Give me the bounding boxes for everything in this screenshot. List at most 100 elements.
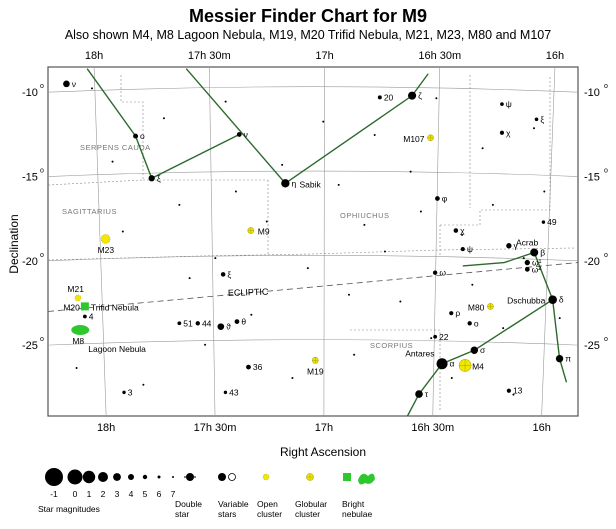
faint-star: [306, 267, 309, 270]
legend-magnitude-label: 0: [73, 489, 78, 499]
star: [433, 334, 438, 339]
constellation-boundary: [350, 329, 441, 410]
faint-star: [430, 337, 433, 340]
faint-star: [502, 327, 505, 330]
star: [460, 246, 465, 252]
star: [506, 388, 511, 393]
y-axis-label: Declination: [7, 214, 21, 273]
star-label: ψ: [467, 244, 473, 254]
messier-label: M19: [307, 366, 324, 376]
faint-star: [481, 147, 484, 150]
messier-label: M80: [468, 302, 485, 312]
degree-sign: o: [40, 83, 44, 90]
messier-label: M8: [72, 336, 84, 346]
legend-magnitude-label: 1: [87, 489, 92, 499]
legend-variable-label: stars: [218, 509, 236, 519]
legend-magnitude-dot: [82, 470, 96, 484]
y-tick-label-left: -10: [22, 87, 38, 99]
y-tick-label-right: -10: [584, 87, 600, 99]
legend-magnitude-label: 4: [129, 489, 134, 499]
y-tick-label-left: -20: [22, 256, 38, 268]
constellation-line: [533, 252, 568, 383]
star: [453, 228, 459, 233]
legend-magnitude-label: 5: [143, 489, 148, 499]
star-label: 4: [89, 312, 94, 322]
faint-star: [234, 190, 237, 193]
star-label: 36: [253, 362, 263, 372]
x-tick-label-bottom: 16h: [532, 422, 550, 434]
constellation-line: [185, 68, 429, 185]
star: [246, 364, 251, 370]
star-label: ξ: [540, 114, 544, 124]
legend-magnitude-dot: [142, 474, 148, 480]
star: [281, 179, 290, 188]
legend-variable-icon: [218, 473, 226, 481]
x-axis-label: Right Ascension: [280, 445, 366, 459]
star-name: Sabik: [300, 179, 322, 189]
star: [499, 130, 505, 135]
degree-sign: o: [604, 252, 608, 259]
messier-label: M4: [472, 361, 484, 371]
ra-grid-line: [323, 66, 325, 417]
legend-globular-label: Globular: [295, 499, 327, 509]
bright-nebula: [80, 302, 89, 311]
grid-layer: [47, 66, 579, 417]
star: [122, 390, 126, 395]
star: [377, 95, 382, 100]
faint-star: [204, 343, 207, 346]
legend-open-icon: [262, 473, 270, 481]
faint-star: [491, 203, 494, 206]
legend-title-magnitudes: Star magnitudes: [38, 504, 100, 514]
star: [177, 321, 182, 326]
faint-star: [162, 117, 165, 120]
constellation-boundary: [440, 75, 551, 226]
star-name: Dschubba: [507, 296, 546, 306]
star-label: α: [450, 359, 455, 369]
legend-nebula-cloud: [358, 473, 375, 485]
x-tick-label-top: 16h: [546, 50, 564, 62]
messier-label: M21: [67, 284, 84, 294]
star: [467, 321, 472, 326]
star: [63, 80, 70, 88]
faint-star: [90, 87, 93, 90]
constellation-name: SERPENS CAUDA: [80, 143, 151, 152]
faint-star: [543, 190, 546, 193]
faint-star: [558, 317, 561, 320]
messier-label: M20: [63, 302, 80, 312]
star-label: ρ: [455, 308, 460, 318]
dec-grid-line: [47, 86, 579, 93]
star-label: θ: [241, 317, 246, 327]
star-name: Acrab: [516, 237, 538, 247]
x-tick-label-bottom: 16h 30m: [411, 422, 454, 434]
star: [435, 196, 440, 201]
ra-grid-line: [93, 66, 107, 417]
legend-magnitude-dot: [67, 469, 83, 485]
legend-globular-label: cluster: [295, 509, 320, 519]
x-tick-label-top: 16h 30m: [418, 50, 461, 62]
constellation-name: SAGITTARIUS: [62, 207, 117, 216]
degree-sign: o: [40, 336, 44, 343]
star: [449, 311, 454, 316]
faint-star: [178, 203, 181, 206]
star-label: ν: [72, 79, 76, 89]
faint-star: [353, 353, 356, 356]
star: [524, 259, 530, 266]
faint-star: [373, 133, 376, 136]
page-subtitle: Also shown M4, M8 Lagoon Nebula, M19, M2…: [64, 28, 552, 42]
star: [541, 220, 546, 224]
open-cluster: [100, 234, 111, 244]
star-label: ξ: [227, 269, 231, 279]
degree-sign: o: [40, 168, 44, 175]
y-tick-label-right: -15: [584, 172, 600, 184]
faint-star: [281, 163, 284, 166]
star-label: 3: [128, 387, 133, 397]
star-label: ο: [474, 318, 479, 328]
star: [500, 102, 504, 106]
legend-magnitude-dot: [98, 472, 108, 482]
star-label: 44: [202, 318, 212, 328]
faint-star: [522, 257, 525, 260]
y-tick-label-left: -25: [22, 340, 38, 352]
star: [133, 133, 139, 139]
star: [470, 346, 479, 354]
ra-grid-line: [209, 66, 216, 417]
